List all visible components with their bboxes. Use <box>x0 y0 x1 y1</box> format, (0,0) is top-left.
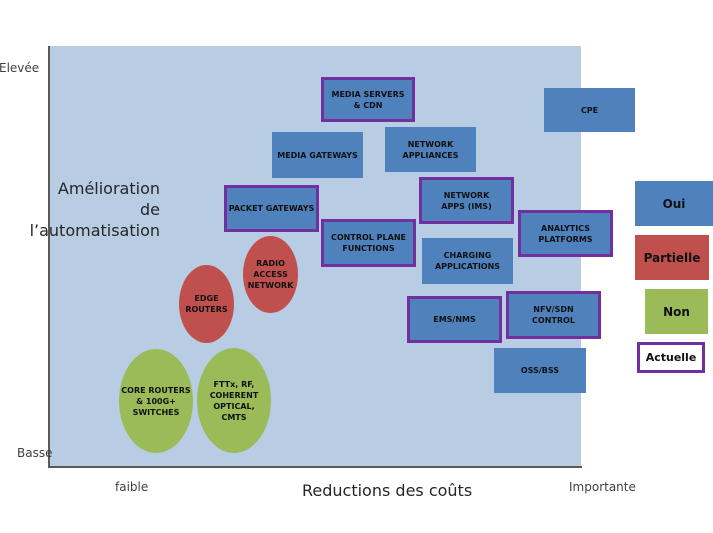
item-nfv-sdn: NFV/SDN CONTROL <box>506 291 601 339</box>
item-edge-routers-line-2: ROUTERS <box>185 305 228 314</box>
item-cpe: CPE <box>544 88 635 132</box>
item-radio-access: RADIO ACCESS NETWORK <box>243 236 298 313</box>
x-axis-title: Reductions des coûts <box>302 481 473 500</box>
item-fttx-line-2: COHERENT <box>209 390 259 400</box>
item-cpe-line-1: CPE <box>580 105 599 115</box>
legend-actuelle: Actuelle <box>637 342 705 373</box>
item-core-routers: CORE ROUTERS& 100G+SWITCHES <box>119 349 193 453</box>
item-network-apps-line-2: APPS (IMS) <box>441 201 492 211</box>
item-core-routers-line-2: & 100G+ <box>136 396 176 406</box>
y-axis-title-line-2: de <box>140 200 160 219</box>
item-media-gateways-line-1: MEDIA GATEWAYS <box>277 150 358 160</box>
item-ems-nms-line-1: EMS/NMS <box>433 315 476 324</box>
item-control-plane-line-2: FUNCTIONS <box>342 244 395 253</box>
item-media-servers: MEDIA SERVERS& CDN <box>321 77 415 122</box>
item-fttx-line-3: OPTICAL, <box>213 401 255 411</box>
item-core-routers-line-1: CORE ROUTERS <box>121 385 191 395</box>
y-axis-title-line-1: Amélioration <box>57 179 160 198</box>
item-fttx-line-1: FTTx, RF, <box>213 379 255 389</box>
item-nfv-sdn-line-1: NFV/SDN <box>533 305 574 314</box>
x-axis <box>48 466 582 468</box>
item-nfv-sdn-line-2: CONTROL <box>532 316 575 325</box>
legend-non: Non <box>645 289 708 334</box>
item-media-gateways: MEDIA GATEWAYS <box>272 132 363 178</box>
item-core-routers-line-3: SWITCHES <box>132 407 180 417</box>
item-radio-access-line-2: ACCESS <box>253 270 288 279</box>
x-axis-low-label: faible <box>115 480 149 494</box>
item-control-plane: CONTROL PLANE FUNCTIONS <box>321 219 416 267</box>
y-axis-low-label: Basse <box>17 446 53 460</box>
item-radio-access-line-3: NETWORK <box>247 281 294 290</box>
item-charging-applications-line-1: CHARGING <box>443 251 492 260</box>
item-media-servers-line-2: & CDN <box>353 100 383 110</box>
item-media-servers-line-1: MEDIA SERVERS <box>331 89 405 99</box>
item-analytics-platforms-line-1: ANALYTICS <box>541 223 590 233</box>
y-axis <box>48 46 50 468</box>
y-axis-title: Amélioration de l’automatisation <box>10 178 160 241</box>
item-network-appliances-line-2: APPLIANCES <box>402 150 459 160</box>
item-edge-routers: EDGE ROUTERS <box>179 265 234 343</box>
item-oss-bss-line-1: OSS/BSS <box>520 366 560 375</box>
item-radio-access-line-1: RADIO <box>256 259 285 268</box>
item-charging-applications-line-2: APPLICATIONS <box>434 262 501 271</box>
item-network-apps-line-1: NETWORK <box>443 190 490 200</box>
item-control-plane-line-1: CONTROL PLANE <box>331 233 406 242</box>
item-packet-gateways-line-1: PACKET GATEWAYS <box>228 204 315 213</box>
item-analytics-platforms-line-2: PLATFORMS <box>538 234 593 244</box>
item-oss-bss: OSS/BSS <box>494 348 586 393</box>
legend-partielle: Partielle <box>635 235 709 280</box>
item-edge-routers-line-1: EDGE <box>194 294 219 303</box>
item-network-appliances-line-1: NETWORK <box>407 139 454 149</box>
x-axis-high-label: Importante <box>569 480 636 494</box>
item-charging-applications: CHARGING APPLICATIONS <box>422 238 513 284</box>
y-axis-title-line-3: l’automatisation <box>29 221 160 240</box>
item-fttx-line-4: CMTS <box>221 412 247 422</box>
item-ems-nms: EMS/NMS <box>407 296 502 343</box>
legend-oui: Oui <box>635 181 713 226</box>
y-axis-high-label: Elevée <box>0 61 40 75</box>
item-packet-gateways: PACKET GATEWAYS <box>224 185 319 232</box>
